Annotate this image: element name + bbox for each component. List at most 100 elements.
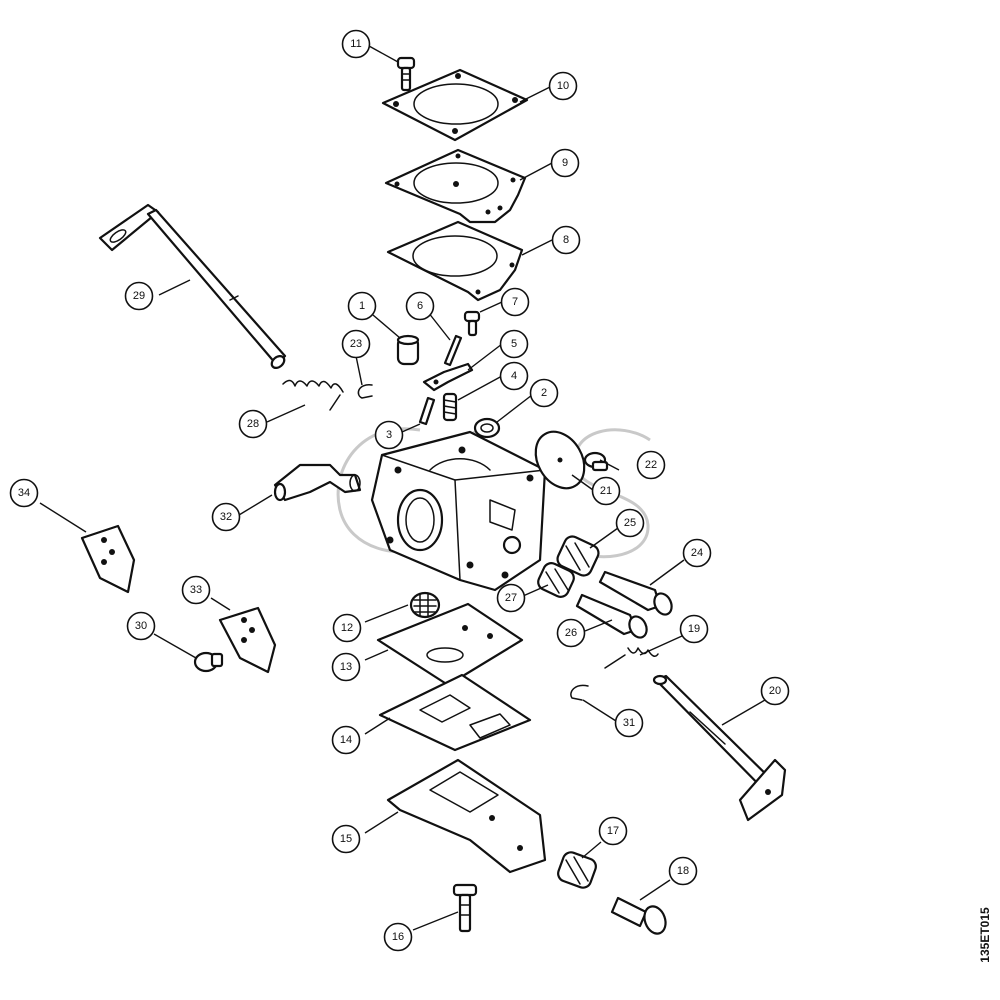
svg-text:27: 27 bbox=[505, 592, 517, 604]
part-10-cover-plate bbox=[381, 68, 529, 142]
svg-text:15: 15 bbox=[340, 833, 352, 845]
part-34-plate bbox=[80, 524, 136, 594]
part-28-spring bbox=[282, 379, 344, 411]
svg-text:3: 3 bbox=[386, 429, 392, 441]
part-31-e-clip bbox=[570, 684, 589, 701]
callout-15: 15 bbox=[331, 824, 361, 854]
svg-text:28: 28 bbox=[247, 418, 259, 430]
callout-16: 16 bbox=[383, 922, 413, 952]
part-2-washer bbox=[473, 417, 501, 439]
svg-text:30: 30 bbox=[135, 620, 147, 632]
part-16-screw bbox=[452, 883, 478, 933]
svg-text:21: 21 bbox=[600, 485, 612, 497]
svg-text:23: 23 bbox=[350, 338, 362, 350]
callout-2: 2 bbox=[529, 378, 559, 408]
svg-text:34: 34 bbox=[18, 487, 30, 499]
svg-text:16: 16 bbox=[392, 931, 404, 943]
part-5-control-lever bbox=[422, 362, 474, 392]
callout-20: 20 bbox=[760, 676, 790, 706]
svg-text:2: 2 bbox=[541, 387, 547, 399]
part-30-screw bbox=[193, 651, 224, 673]
svg-text:17: 17 bbox=[607, 825, 619, 837]
part-27-spring bbox=[537, 562, 575, 598]
part-4-spring bbox=[442, 392, 458, 422]
callout-24: 24 bbox=[682, 538, 712, 568]
svg-text:33: 33 bbox=[190, 584, 202, 596]
svg-text:7: 7 bbox=[512, 296, 518, 308]
part-32-nipple bbox=[273, 463, 362, 502]
callout-29: 29 bbox=[124, 281, 154, 311]
callout-30: 30 bbox=[126, 611, 156, 641]
svg-text:12: 12 bbox=[341, 622, 353, 634]
part-12-screen bbox=[409, 591, 441, 619]
callout-32: 32 bbox=[211, 502, 241, 532]
part-14-gasket bbox=[378, 673, 532, 752]
leader-lines bbox=[39, 45, 766, 931]
svg-text:32: 32 bbox=[220, 511, 232, 523]
part-6-inlet-needle bbox=[443, 334, 463, 367]
svg-text:5: 5 bbox=[511, 338, 517, 350]
callout-23: 23 bbox=[341, 329, 371, 359]
svg-text:18: 18 bbox=[677, 865, 689, 877]
drawing-code-text: 135ET015 bbox=[978, 907, 992, 963]
part-33-plate bbox=[218, 606, 277, 674]
callout-26: 26 bbox=[556, 618, 586, 648]
svg-text:4: 4 bbox=[511, 370, 517, 382]
part-18-screw bbox=[610, 896, 667, 935]
part-13-gasket bbox=[376, 602, 524, 687]
svg-text:1: 1 bbox=[359, 300, 365, 312]
callout-5: 5 bbox=[499, 329, 529, 359]
drawing-code-label: 135ET015 bbox=[972, 890, 998, 980]
part-1-cap bbox=[396, 334, 420, 366]
part-26-adjusting-screw bbox=[575, 593, 648, 639]
callout-13: 13 bbox=[331, 652, 361, 682]
part-8-gasket bbox=[386, 220, 524, 302]
callout-27: 27 bbox=[496, 583, 526, 613]
part-20-choke-shaft bbox=[652, 674, 787, 822]
callout-22: 22 bbox=[636, 450, 666, 480]
svg-text:9: 9 bbox=[562, 157, 568, 169]
svg-text:11: 11 bbox=[350, 38, 361, 50]
svg-text:14: 14 bbox=[340, 734, 352, 746]
svg-text:26: 26 bbox=[565, 627, 577, 639]
callout-7: 7 bbox=[500, 287, 530, 317]
svg-text:19: 19 bbox=[688, 623, 700, 635]
callout-6: 6 bbox=[405, 291, 435, 321]
callout-19: 19 bbox=[679, 614, 709, 644]
svg-text:25: 25 bbox=[624, 517, 636, 529]
part-21-disc bbox=[534, 430, 586, 490]
part-22-screw bbox=[583, 451, 609, 472]
part-7-screw bbox=[463, 310, 481, 337]
callout-28: 28 bbox=[238, 409, 268, 439]
callout-17: 17 bbox=[598, 816, 628, 846]
part-17-spring bbox=[557, 851, 597, 889]
callout-31: 31 bbox=[614, 708, 644, 738]
part-23-e-clip bbox=[357, 384, 373, 399]
svg-text:20: 20 bbox=[769, 685, 781, 697]
callout-25: 25 bbox=[615, 508, 645, 538]
part-15-pump-body bbox=[386, 758, 547, 874]
svg-text:29: 29 bbox=[133, 290, 145, 302]
callout-1: 1 bbox=[347, 291, 377, 321]
callout-18: 18 bbox=[668, 856, 698, 886]
callout-34: 34 bbox=[9, 478, 39, 508]
carburetor-body bbox=[370, 430, 547, 592]
callout-21: 21 bbox=[591, 476, 621, 506]
part-29-throttle-shaft bbox=[98, 203, 287, 370]
part-25-spring bbox=[556, 535, 600, 577]
svg-text:24: 24 bbox=[691, 547, 703, 559]
svg-text:22: 22 bbox=[645, 459, 657, 471]
callout-4: 4 bbox=[499, 361, 529, 391]
part-11-screw bbox=[396, 56, 416, 92]
svg-text:6: 6 bbox=[417, 300, 423, 312]
callout-33: 33 bbox=[181, 575, 211, 605]
callout-9: 9 bbox=[550, 148, 580, 178]
callout-12: 12 bbox=[332, 613, 362, 643]
svg-text:8: 8 bbox=[563, 234, 569, 246]
part-9-diaphragm bbox=[384, 148, 527, 224]
callout-11: 11 bbox=[341, 29, 371, 59]
svg-text:31: 31 bbox=[623, 717, 635, 729]
svg-text:13: 13 bbox=[340, 661, 352, 673]
part-24-adjusting-screw bbox=[598, 570, 673, 616]
